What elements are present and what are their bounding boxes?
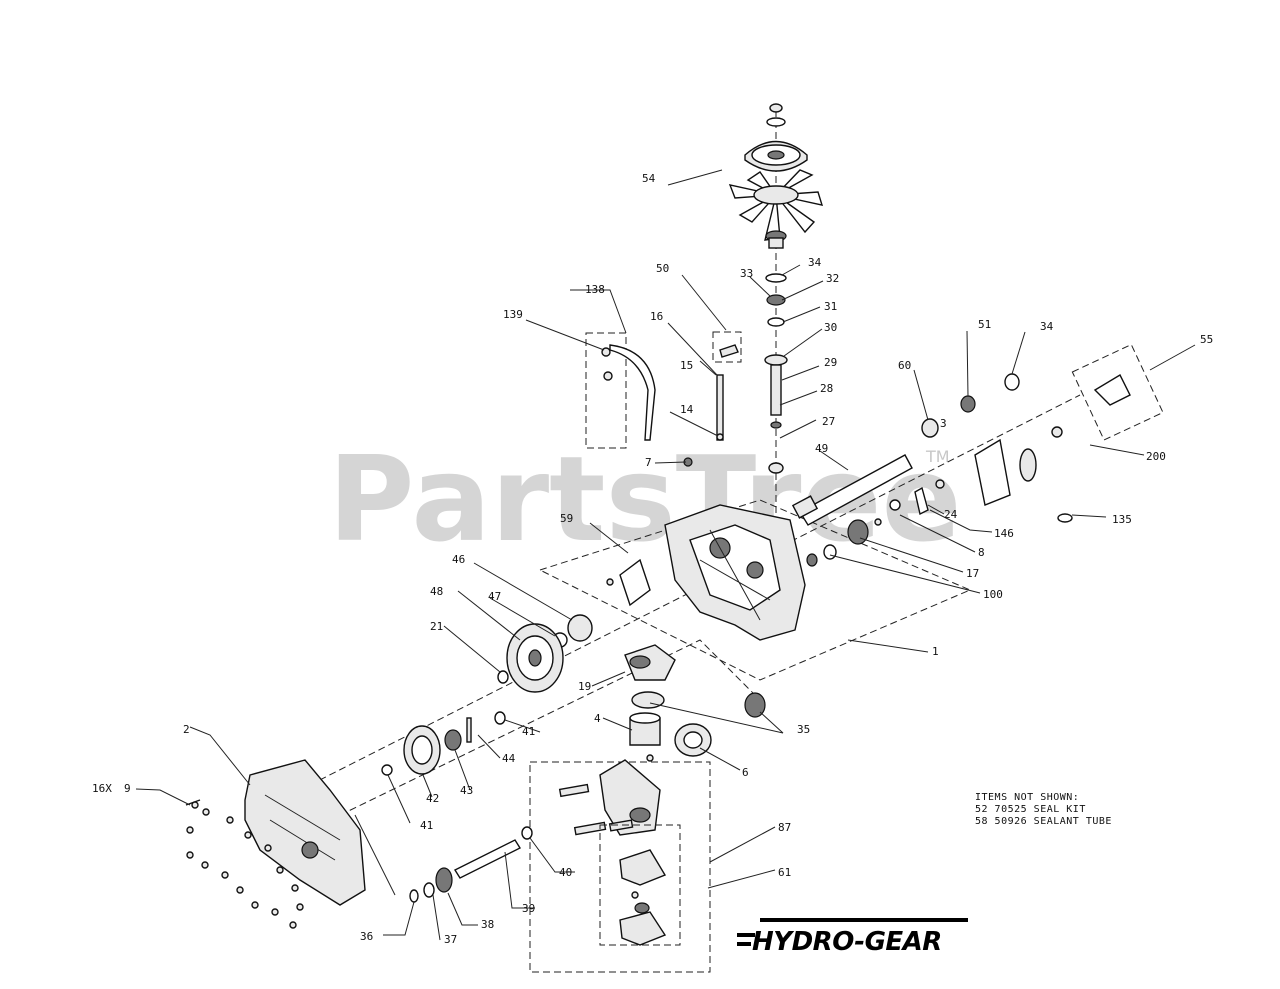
- callout-41a: 41: [522, 725, 535, 738]
- note-line-1: 52 70525 SEAL KIT: [975, 804, 1086, 815]
- callout-55: 55: [1200, 333, 1213, 346]
- callout-48: 48: [430, 585, 443, 598]
- callout-51: 51: [978, 318, 991, 331]
- note-line-2: 58 50926 SEALANT TUBE: [975, 816, 1112, 827]
- callout-15: 15: [680, 359, 693, 372]
- callout-31: 31: [824, 300, 837, 313]
- bearing-parts: [629, 691, 766, 762]
- callout-32: 32: [826, 272, 839, 285]
- side-cover-2: [244, 759, 366, 906]
- callout-34: 34: [808, 256, 822, 269]
- callout-60: 60: [898, 359, 911, 372]
- lower-center-section: [529, 759, 711, 973]
- callout-100: 100: [983, 588, 1003, 601]
- callout-42: 42: [426, 792, 439, 805]
- callout-200: 200: [1146, 450, 1166, 463]
- callout-46a: 46: [452, 553, 465, 566]
- right-side-parts: [806, 343, 1164, 567]
- callout-14: 14: [680, 403, 694, 416]
- callout-139: 139: [503, 308, 523, 321]
- main-housing: [664, 504, 806, 641]
- callout-35: 35: [797, 723, 810, 736]
- callout-33: 33: [740, 267, 753, 280]
- callout-2: 2: [183, 723, 190, 736]
- callout-1: 1: [932, 645, 939, 658]
- brand-logo-text: HYDRO-GEAR: [752, 927, 942, 957]
- callout-146: 146: [994, 527, 1014, 540]
- callout-47: 47: [488, 590, 501, 603]
- callout-87: 87: [778, 821, 791, 834]
- note-title: ITEMS NOT SHOWN:: [975, 792, 1079, 803]
- callout-9: 9: [124, 782, 131, 795]
- callout-17: 17: [966, 567, 979, 580]
- callout-27: 27: [822, 415, 835, 428]
- callout-38: 38: [481, 918, 494, 931]
- callout-30: 30: [824, 321, 837, 334]
- leader-lines: [135, 169, 1196, 941]
- callout-7: 7: [645, 456, 652, 469]
- bolts-9: [185, 799, 304, 929]
- callout-39: 39: [522, 902, 535, 915]
- callout-21: 21: [430, 620, 443, 633]
- callout-61: 61: [778, 866, 791, 879]
- gear-cluster-upper: [497, 558, 651, 693]
- callout-138: 138: [585, 283, 605, 296]
- callout-16: 16: [650, 310, 663, 323]
- axis-main: [299, 394, 1081, 791]
- callout-59: 59: [560, 512, 573, 525]
- callout-6: 6: [742, 766, 749, 779]
- callout-44: 44: [502, 752, 516, 765]
- callout-135: 135: [1112, 513, 1132, 526]
- callout-3: 3: [940, 417, 947, 430]
- callout-labels: 54 34 33 32 31 30 50 29 28 27 49 138 139…: [92, 172, 1213, 946]
- callout-8: 8: [978, 546, 985, 559]
- callout-19: 19: [578, 680, 591, 693]
- callout-54: 54: [642, 172, 656, 185]
- callout-40: 40: [559, 866, 572, 879]
- callout-16x: 16X: [92, 782, 112, 795]
- callout-28: 28: [820, 382, 833, 395]
- input-shaft-stack: [764, 273, 788, 474]
- callout-29: 29: [824, 356, 837, 369]
- callout-34b: 34: [1040, 320, 1054, 333]
- callout-36: 36: [360, 930, 373, 943]
- callout-43: 43: [460, 784, 473, 797]
- center-section-19: [624, 644, 676, 681]
- bracket-50: [712, 331, 742, 363]
- axle-shaft-49: [791, 454, 913, 526]
- callout-24: 24: [944, 508, 958, 521]
- hydro-gear-logo: HYDRO-GEAR: [737, 918, 968, 957]
- pulley-fan-assembly: [728, 103, 824, 249]
- callout-50: 50: [656, 262, 669, 275]
- axis-lower: [329, 639, 761, 821]
- rod-16: [716, 374, 724, 441]
- callout-49: 49: [815, 442, 828, 455]
- callout-37: 37: [444, 933, 457, 946]
- output-shaft-39: [409, 839, 522, 903]
- watermark-trademark: TM: [925, 447, 950, 466]
- callout-4: 4: [594, 712, 601, 725]
- gear-cluster-lower: [381, 711, 506, 776]
- callout-41b: 41: [420, 819, 433, 832]
- items-not-shown-note: ITEMS NOT SHOWN: 52 70525 SEAL KIT 58 50…: [975, 792, 1112, 827]
- washer-40: [521, 826, 533, 840]
- watermark-text: PartsTree: [328, 430, 962, 568]
